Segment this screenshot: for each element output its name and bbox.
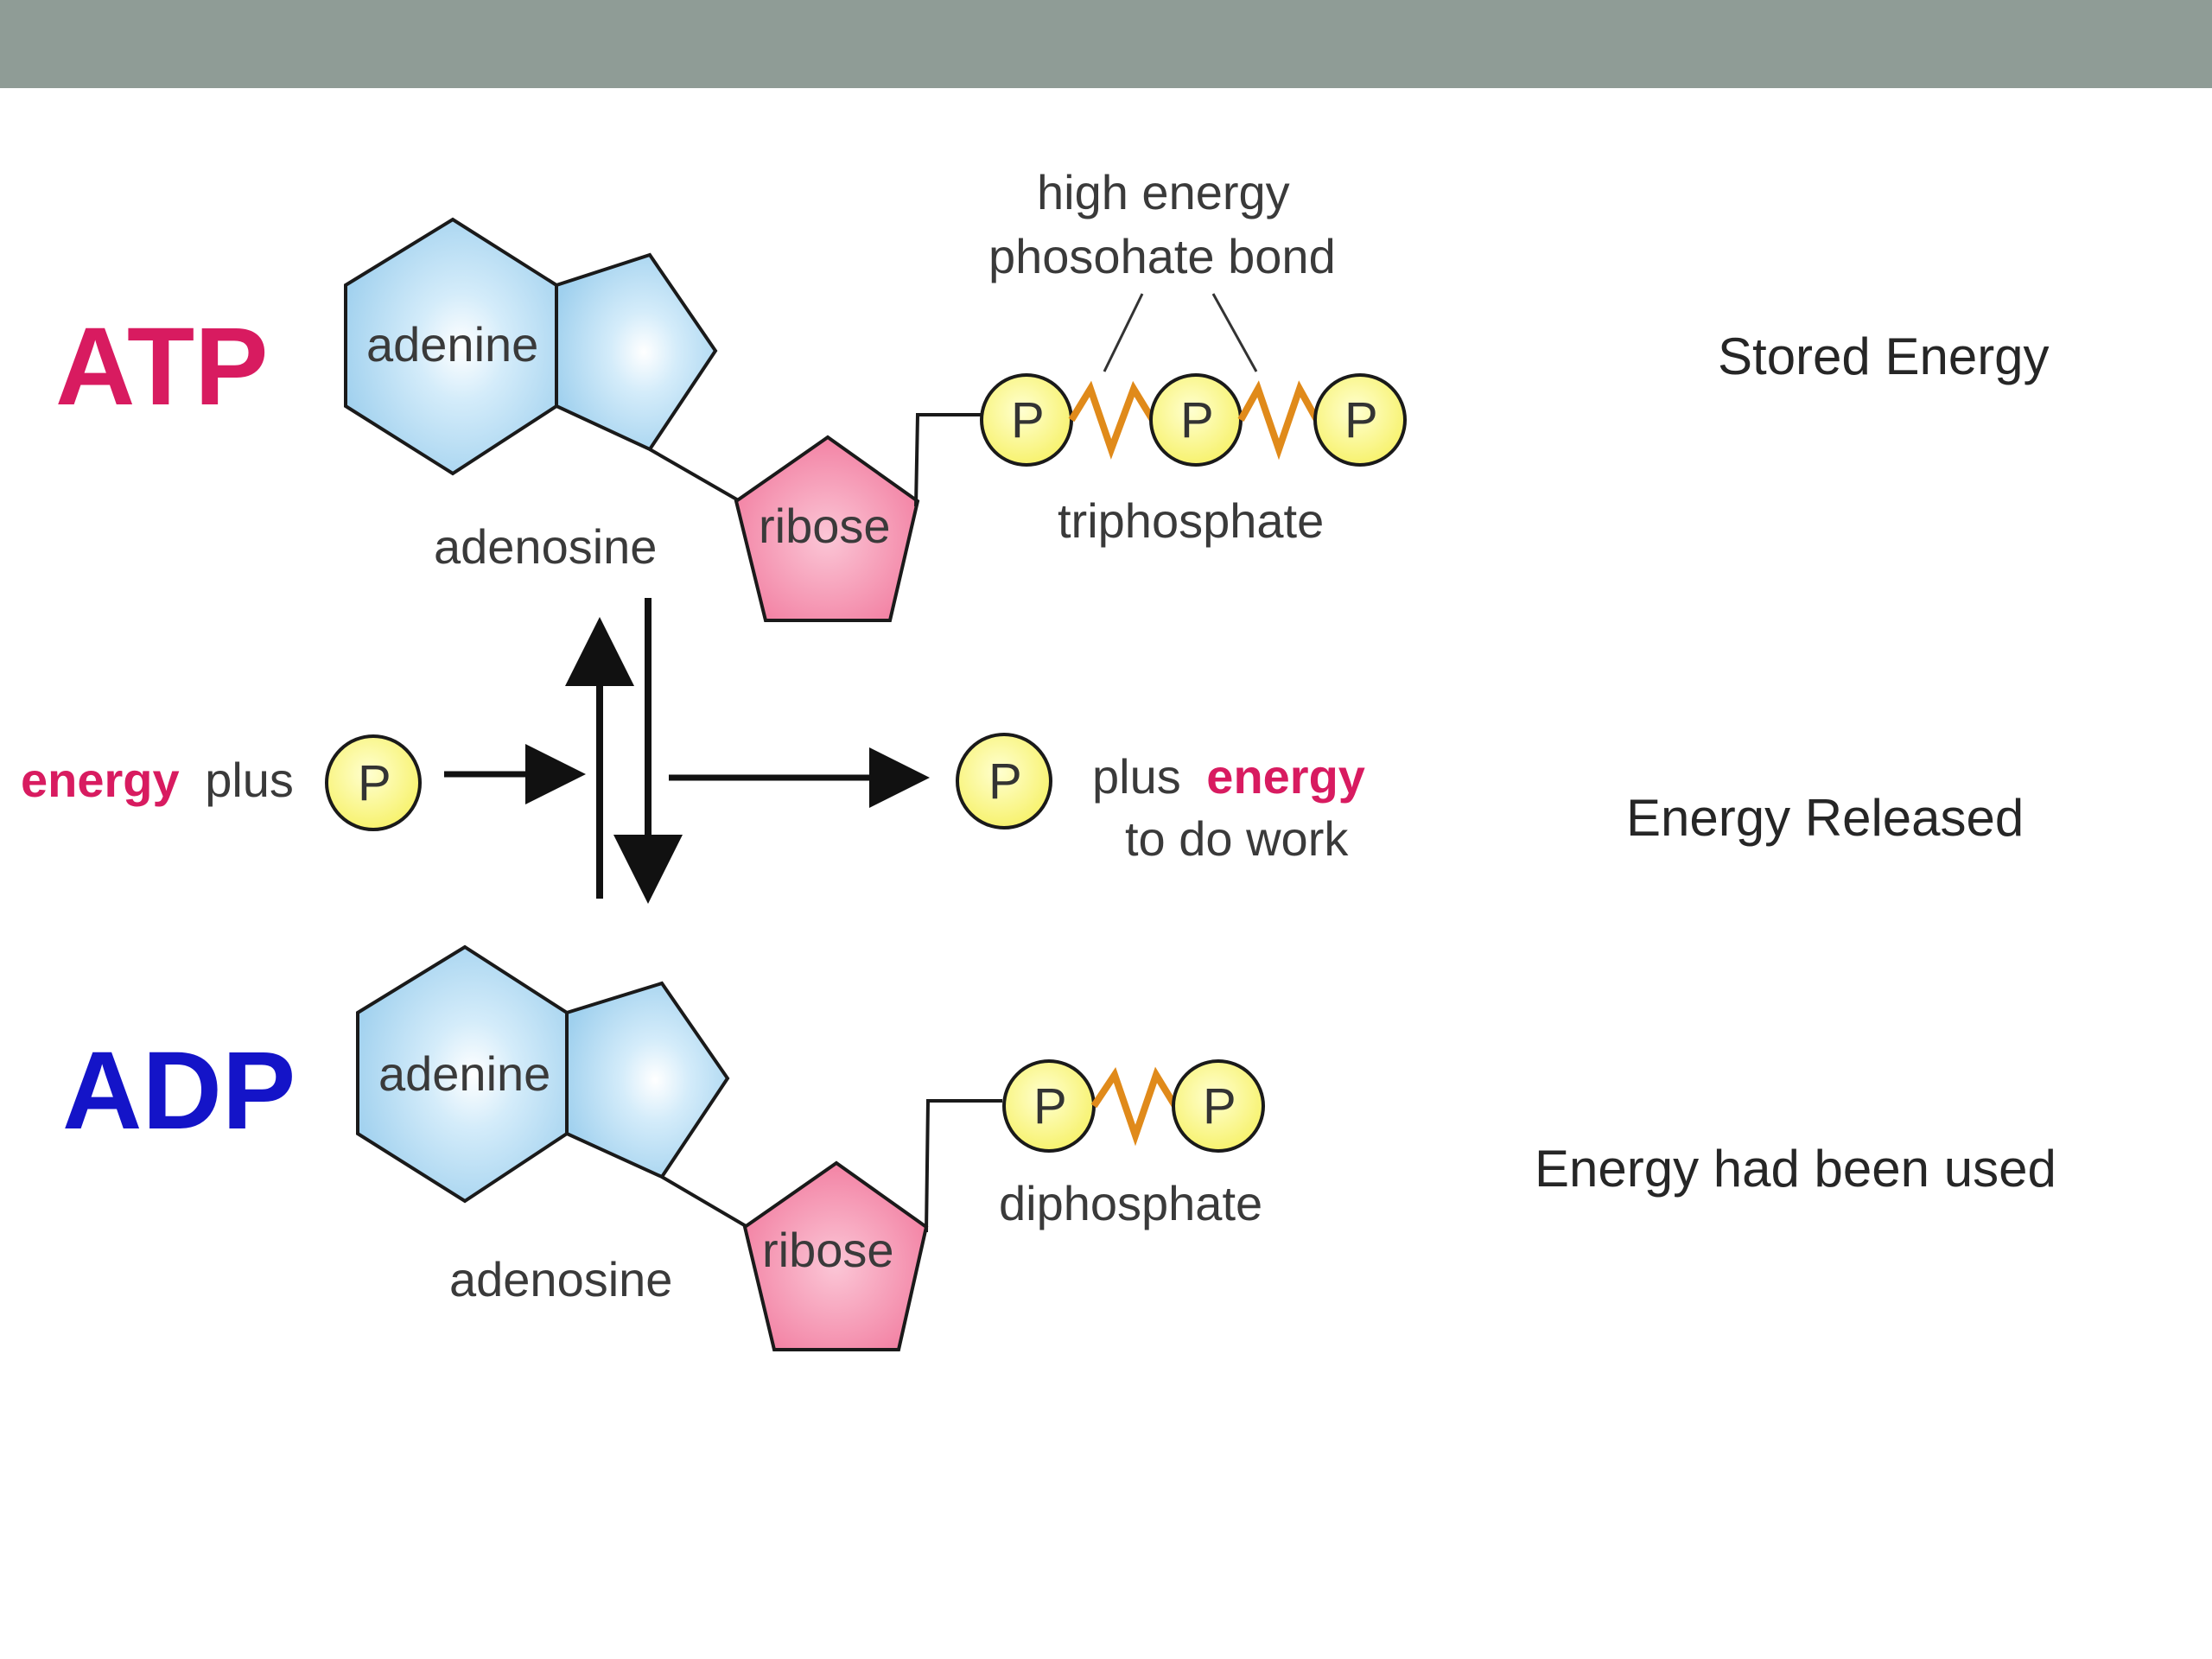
atp-phosphate-1: P bbox=[980, 373, 1073, 467]
adp-diphosphate-label: diphosphate bbox=[999, 1176, 1262, 1230]
energy-input-label: energy plus bbox=[21, 753, 294, 807]
adp-ribose-shape bbox=[742, 1160, 929, 1351]
adp-adenosine-label: adenosine bbox=[449, 1252, 672, 1306]
atp-high-energy-bond-1 bbox=[1068, 380, 1156, 460]
energy-used-note: Energy had been used bbox=[1535, 1140, 2056, 1198]
output-phosphate-symbol: P bbox=[988, 753, 1022, 810]
atp-phosphate-2: P bbox=[1149, 373, 1243, 467]
bond-callout-pointer-2 bbox=[1211, 293, 1258, 372]
adenine-ring-shape bbox=[344, 217, 718, 476]
energy-output-plus: plus bbox=[1092, 749, 1181, 804]
atp-adenine-label: adenine bbox=[366, 317, 538, 372]
adp-molecule: ADP adenine ribose adenosine P P diphosp… bbox=[62, 944, 1265, 1351]
input-phosphate-symbol: P bbox=[358, 755, 391, 811]
atp-ribose-shape bbox=[734, 435, 920, 622]
adp-phosphate-2: P bbox=[1172, 1059, 1265, 1153]
bond-callout-line2: phosohate bond bbox=[988, 229, 1336, 283]
bond-callout-pointer-1 bbox=[1103, 293, 1144, 372]
adp-phosphate-1-symbol: P bbox=[1033, 1078, 1067, 1135]
atp-phosphate-3: P bbox=[1313, 373, 1407, 467]
energy-input-word: energy bbox=[21, 753, 180, 807]
reaction-row: energy plus P P plus energy to do work bbox=[21, 598, 1365, 904]
atp-title: ATP bbox=[55, 305, 269, 429]
energy-released-note: Energy Released bbox=[1626, 789, 2024, 847]
atp-phosphate-2-symbol: P bbox=[1180, 392, 1214, 448]
energy-output-word: energy bbox=[1206, 749, 1365, 804]
adp-phosphate-1: P bbox=[1002, 1059, 1096, 1153]
adp-phosphate-2-symbol: P bbox=[1203, 1078, 1236, 1135]
atp-adenine-ribose-link bbox=[649, 448, 753, 510]
atp-phosphate-3-symbol: P bbox=[1344, 392, 1378, 448]
energy-output-label: plus energy bbox=[1092, 749, 1365, 804]
output-phosphate: P bbox=[956, 733, 1052, 830]
energy-output-work: to do work bbox=[1125, 811, 1349, 866]
adp-ribose-label: ribose bbox=[762, 1223, 894, 1277]
stored-energy-note: Stored Energy bbox=[1718, 327, 2050, 385]
atp-triphosphate-label: triphosphate bbox=[1058, 493, 1324, 548]
bond-callout-line1: high energy bbox=[1037, 165, 1290, 219]
adp-ribose-phosphate-link bbox=[925, 1099, 1002, 1233]
atp-ribose-phosphate-link bbox=[914, 413, 982, 507]
input-phosphate: P bbox=[325, 734, 422, 831]
adp-adenine-label: adenine bbox=[378, 1046, 550, 1101]
energy-input-plus: plus bbox=[205, 753, 294, 807]
atp-ribose-label: ribose bbox=[759, 499, 891, 553]
adp-adenine-ring-shape bbox=[356, 944, 730, 1204]
slide-header-bar bbox=[0, 0, 2212, 88]
adp-high-energy-bond bbox=[1090, 1066, 1179, 1147]
adp-title: ADP bbox=[62, 1029, 296, 1153]
atp-molecule: ATP adenine ribose adenosine P P P bbox=[55, 165, 1407, 622]
atp-high-energy-bond-2 bbox=[1237, 380, 1320, 461]
atp-phosphate-1-symbol: P bbox=[1011, 392, 1045, 448]
atp-adenosine-label: adenosine bbox=[434, 519, 657, 574]
